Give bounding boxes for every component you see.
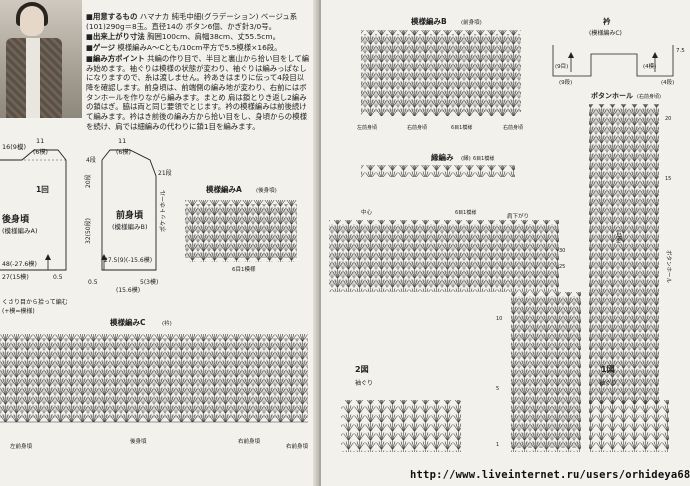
lc-row-1: 1 <box>496 442 499 448</box>
chart-c-bottom-right: 右前身頃 <box>238 437 261 445</box>
chart-b-label-2: 右前身頃 <box>407 124 427 131</box>
lc-row-5: 5 <box>496 386 499 392</box>
front-bottom: (15.6模) <box>116 286 140 294</box>
fig2-sub: 袖ぐり <box>355 379 373 387</box>
middle-chart: 中心 6目1模様 肩下がり 30 25 <box>329 208 565 292</box>
dim-back-top-left: 16(9模) <box>2 142 26 151</box>
buttonhole-title: ボタンホール <box>591 91 633 100</box>
left-diagrams: 16(9模) 11 (6模) 1回 後身頃 (模様編みA) 48(-27.6模)… <box>0 137 309 450</box>
back-row: 48(-27.6模) <box>2 260 37 268</box>
chart-c-sub: (衿) <box>162 319 172 327</box>
chart-a-title: 模様編みA <box>206 184 242 194</box>
buttonhole-side: ボタンホール <box>665 250 673 284</box>
bh-row-15: 15 <box>665 176 671 182</box>
info-points: ■編み方ポイント 共編の作り目で、半目と裏山から拾い目をして編み始めます。袖ぐり… <box>86 53 310 131</box>
dim-back-top-sub: (6模) <box>33 148 48 156</box>
chart-c-right-label: 右前身頃 <box>286 442 309 450</box>
dim-vert-left2: 32(50段) <box>84 218 92 244</box>
dim-front-top: 11 <box>118 137 126 145</box>
fig1-sub: 袖ぐり <box>599 379 617 387</box>
fig2-stitches <box>341 400 461 452</box>
mid-center: 中心 <box>361 208 373 216</box>
chart-a-sub: (後身頃) <box>256 186 277 194</box>
back-bottom: 27(15模) <box>2 273 29 281</box>
collar-dim1: 7.5 <box>676 48 685 54</box>
collar-dim2: (4段) <box>661 78 674 86</box>
lower-column: 10 5 1 <box>496 292 581 452</box>
chart-c-title: 模様編みC <box>110 317 146 327</box>
mid-note: 6目1模様 <box>455 209 476 216</box>
dim-vert-left: 20段 <box>84 174 92 188</box>
chart-b: 模様編みB (前身頃) 左前身頃 右前身頃 6目1模様 右前身頃 <box>357 16 523 131</box>
edge-stitches <box>361 165 515 177</box>
collar-dim3: (9段) <box>559 78 572 86</box>
model-photo <box>0 0 82 118</box>
front-label: 前身頃 <box>116 209 144 221</box>
back-schematic: 16(9模) 11 (6模) 1回 後身頃 (模様編みA) 48(-27.6模)… <box>0 137 68 315</box>
front-schematic: 11 (6模) 4段 20段 32(50段) 21段 ポケットホール 前身頃 (… <box>84 137 172 294</box>
chart-b-sub: (前身頃) <box>461 18 482 26</box>
back-sub: (模様編みA) <box>2 226 38 235</box>
mid-row-25: 25 <box>559 264 565 270</box>
chart-b-label-3: 6目1模様 <box>451 124 472 131</box>
chart-c: 模様編みC (衿) 左前身頃 後身頃 右前身頃 右前身頃 <box>0 317 309 450</box>
buttonhole-strip: ボタンホール (右前身頃) ボタンホール (1模) 20 15 <box>589 91 673 404</box>
fig1-stitches <box>589 400 669 452</box>
fig1-title: 1図 <box>601 365 615 374</box>
fig2-title: 2図 <box>355 365 369 374</box>
note-rows: 4段 <box>86 156 96 164</box>
collar-title: 衿 <box>603 16 611 26</box>
dim-front-top-sub: (6模) <box>116 148 131 156</box>
front-sub: (模様編みB) <box>112 222 148 231</box>
footnote-1: くさり目から拾って編む <box>2 298 68 306</box>
chart-a: 模様編みA (後身頃) 6目1模様 <box>185 184 297 273</box>
edge-sub: (縁) <box>461 154 471 162</box>
dim-vert-front: 21段 <box>158 169 172 177</box>
buttonhole-side2: (1模) <box>615 230 623 243</box>
info-size: ■出来上がり寸法 胸囲100cm、肩幅38cm、丈55.5cm。 <box>86 32 280 42</box>
collar-right: (4模) <box>643 62 656 70</box>
info-materials: ■用意するもの ハマナカ 純毛中細(グラデーション) ベージュ系(101)290… <box>86 12 298 31</box>
chart-b-label-4: 右前身頃 <box>503 124 523 131</box>
edge-label: 6目1模様 <box>473 155 494 162</box>
lc-row-10: 10 <box>496 316 502 322</box>
footnote-2: (+模=模様) <box>2 307 35 315</box>
chart-b-label-1: 左前身頃 <box>357 124 377 131</box>
chart-c-bottom-mid: 後身頃 <box>130 437 147 445</box>
fig2: 2図 袖ぐり <box>341 365 461 452</box>
front-row: 27.5(9)(-15.6模) <box>104 256 152 264</box>
collar-sub: (模様編みC) <box>589 29 622 37</box>
pocket-label: ポケットホール <box>159 190 167 232</box>
fig-back-ref: 1回 <box>36 185 49 194</box>
collar-schematic: 衿 (模様編みC) (9目) (4模) 7.5 (4段) (9段) <box>552 16 685 86</box>
chart-c-bottom-left: 左前身頃 <box>10 442 33 450</box>
chart-b-title: 模様編みB <box>411 16 447 26</box>
info-gauge: ■ゲージ 模様編みA～Cとも/10cm平方で5.5模様×16段。 <box>86 43 282 53</box>
bh-row-20: 20 <box>665 116 671 122</box>
right-page: 模様編みB (前身頃) 左前身頃 右前身頃 6目1模様 右前身頃 衿 (模様編み… <box>321 0 690 486</box>
back-label: 後身頃 <box>2 213 30 225</box>
source-url[interactable]: http://www.liveinternet.ru/users/orhidey… <box>410 469 690 481</box>
right-diagrams: 模様編みB (前身頃) 左前身頃 右前身頃 6目1模様 右前身頃 衿 (模様編み… <box>329 16 685 452</box>
edge-title: 縁編み <box>431 152 454 162</box>
fig1: 1図 袖ぐり <box>589 365 669 452</box>
collar-left: (9目) <box>555 63 568 70</box>
note-a: 0.5 <box>53 274 63 281</box>
chart-a-label: 6目1模様 <box>232 265 256 273</box>
left-page: ■用意するもの ハマナカ 純毛中細(グラデーション) ベージュ系(101)290… <box>0 0 318 486</box>
mid-row-30: 30 <box>559 248 565 254</box>
edge-chart: 縁編み (縁) 6目1模様 <box>361 152 515 177</box>
note-c: 5(3模) <box>140 278 158 286</box>
note-b: 0.5 <box>88 279 98 286</box>
mid-dec: 肩下がり <box>507 212 529 220</box>
instructions-text: ■用意するもの ハマナカ 純毛中細(グラデーション) ベージュ系(101)290… <box>86 12 311 132</box>
buttonhole-sub: (右前身頃) <box>637 93 661 100</box>
dim-back-top: 11 <box>36 137 44 145</box>
